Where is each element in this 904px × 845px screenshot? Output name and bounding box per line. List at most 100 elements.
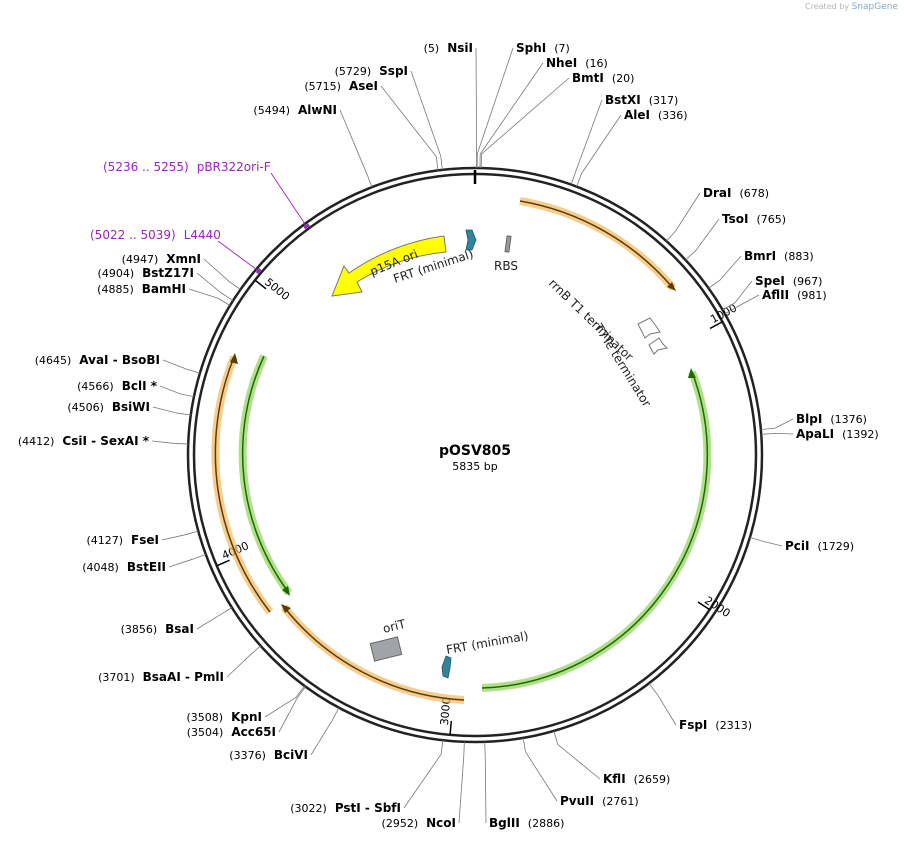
site-bsiwi[interactable]: (4506)BsiWI <box>67 400 191 416</box>
site-label-sspi[interactable]: (5729)SspI <box>335 64 408 78</box>
site-label-bsiwi[interactable]: (4506)BsiWI <box>67 400 150 414</box>
site-bstz17i[interactable]: (4904)BstZ17I <box>98 266 234 301</box>
site-leader-psti <box>403 740 444 809</box>
site-label-bcivi[interactable]: (3376)BciVI <box>229 748 308 762</box>
site-label-sphi[interactable]: SphI(7) <box>516 41 570 55</box>
site-pos-sphi: (7) <box>554 42 570 55</box>
feature-frt-bottom[interactable]: FRT (minimal) <box>441 629 529 679</box>
site-pvuii[interactable]: PvuII(2761) <box>522 737 639 808</box>
site-bcli[interactable]: (4566)BclI * <box>77 379 195 398</box>
site-label-bstz17i[interactable]: (4904)BstZ17I <box>98 266 194 280</box>
site-sspi[interactable]: (5729)SspI <box>335 64 443 170</box>
site-drai[interactable]: DraI(678) <box>666 186 769 242</box>
site-leader-sspi <box>410 70 443 170</box>
site-label-bstxi[interactable]: BstXI(317) <box>605 93 678 107</box>
frt-bottom-arrow[interactable] <box>441 655 452 679</box>
site-label-alwni[interactable]: (5494)AlwNI <box>253 103 337 117</box>
site-fsei[interactable]: (4127)FseI <box>86 530 199 547</box>
site-aflii[interactable]: AflII(981) <box>724 288 827 315</box>
site-csii[interactable]: (4412)CsiI - SexAI * <box>18 434 189 448</box>
site-bglii[interactable]: BglII(2886) <box>484 741 565 830</box>
site-label-nhei[interactable]: NheI(16) <box>546 56 608 70</box>
site-bsteii[interactable]: (4048)BstEII <box>82 553 206 574</box>
site-label-pcii[interactable]: PciI(1729) <box>785 539 854 553</box>
site-label-aflii[interactable]: AflII(981) <box>762 288 827 302</box>
site-label-bamhi[interactable]: (4885)BamHI <box>97 282 186 296</box>
site-label-nsii[interactable]: (5)NsiI <box>424 41 473 55</box>
site-label-kfli[interactable]: KflI(2659) <box>603 772 670 786</box>
site-alei[interactable]: AleI(336) <box>576 108 688 187</box>
t7te-terminator-arrow[interactable] <box>648 337 668 355</box>
site-label-csii[interactable]: (4412)CsiI - SexAI * <box>18 434 150 448</box>
site-bsaai[interactable]: (3701)BsaAI - PmlI <box>98 645 261 684</box>
site-acc65i[interactable]: (3504)Acc65I <box>187 686 306 739</box>
site-bmti[interactable]: BmtI(20) <box>480 71 634 169</box>
orit-box[interactable] <box>369 636 403 662</box>
site-label-psti[interactable]: (3022)PstI - SbfI <box>290 801 401 815</box>
site-bamhi[interactable]: (4885)BamHI <box>97 282 231 306</box>
primer-label-l4440[interactable]: (5022 .. 5039)L4440 <box>90 228 221 242</box>
site-label-fsei[interactable]: (4127)FseI <box>86 533 159 547</box>
primer-pbr322ori[interactable]: (5236 .. 5255)pBR322ori-F <box>103 160 310 230</box>
site-kpni[interactable]: (3508)KpnI <box>187 685 305 724</box>
site-label-spei[interactable]: SpeI(967) <box>755 274 822 288</box>
site-psti[interactable]: (3022)PstI - SbfI <box>290 740 444 815</box>
site-label-acc65i[interactable]: (3504)Acc65I <box>187 725 276 739</box>
feature-t7te-terminator[interactable]: T7Te terminator <box>591 320 668 409</box>
site-label-bsai[interactable]: (3856)BsaI <box>121 622 194 636</box>
site-bstxi[interactable]: BstXI(317) <box>570 93 678 185</box>
primer-l4440[interactable]: (5022 .. 5039)L4440 <box>90 228 262 275</box>
site-label-fspi[interactable]: FspI(2313) <box>679 718 752 732</box>
site-bsai[interactable]: (3856)BsaI <box>121 607 233 636</box>
orf-arcs <box>211 197 712 704</box>
site-label-bglii[interactable]: BglII(2886) <box>489 816 564 830</box>
site-sphi[interactable]: SphI(7) <box>476 41 570 169</box>
site-label-drai[interactable]: DraI(678) <box>703 186 769 200</box>
primer-label-pbr322ori[interactable]: (5236 .. 5255)pBR322ori-F <box>103 160 271 174</box>
site-blpi[interactable]: BlpI(1376) <box>760 412 867 430</box>
site-label-xmni[interactable]: (4947)XmnI <box>122 252 201 266</box>
site-label-tsoi[interactable]: TsoI(765) <box>722 212 786 226</box>
site-avai[interactable]: (4645)AvaI - BsoBI <box>35 353 201 374</box>
site-label-blpi[interactable]: BlpI(1376) <box>796 412 867 426</box>
frt-top-arrow[interactable] <box>465 229 477 251</box>
site-label-apali[interactable]: ApaLI(1392) <box>796 427 879 441</box>
site-spei[interactable]: SpeI(967) <box>722 274 823 311</box>
site-nsii[interactable]: (5)NsiI <box>424 41 478 169</box>
site-label-kpni[interactable]: (3508)KpnI <box>187 710 262 724</box>
site-fspi[interactable]: FspI(2313) <box>648 683 752 732</box>
site-kfli[interactable]: KflI(2659) <box>553 730 670 786</box>
feature-rrnb-terminator[interactable]: rrnB T1 terminator <box>546 276 661 364</box>
site-label-pvuii[interactable]: PvuII(2761) <box>560 794 639 808</box>
site-apali[interactable]: ApaLI(1392) <box>761 427 879 441</box>
site-ncoi[interactable]: (2952)NcoI <box>382 741 465 830</box>
rrnb-terminator-arrow[interactable] <box>637 317 661 339</box>
site-label-avai[interactable]: (4645)AvaI - BsoBI <box>35 353 160 367</box>
site-leader-nhei <box>479 62 544 169</box>
site-pcii[interactable]: PciI(1729) <box>749 536 854 553</box>
site-label-asei[interactable]: (5715)AseI <box>304 79 378 93</box>
feature-orit[interactable]: oriT <box>369 617 408 662</box>
site-label-alei[interactable]: AleI(336) <box>624 108 688 122</box>
site-xmni[interactable]: (4947)XmnI <box>122 252 241 290</box>
primer-mark-pbr322ori[interactable] <box>303 223 310 230</box>
p15a-ori-arrow[interactable] <box>331 235 447 297</box>
site-label-ncoi[interactable]: (2952)NcoI <box>382 816 456 830</box>
site-tsoi[interactable]: TsoI(765) <box>685 212 786 261</box>
site-label-bsaai[interactable]: (3701)BsaAI - PmlI <box>98 670 224 684</box>
site-label-bsteii[interactable]: (4048)BstEII <box>82 560 166 574</box>
rbs-label: RBS <box>494 259 518 273</box>
site-asei[interactable]: (5715)AseI <box>304 79 439 171</box>
site-nhei[interactable]: NheI(16) <box>479 56 608 169</box>
feature-rbs[interactable]: RBS <box>494 235 518 273</box>
rbs-box[interactable] <box>504 235 512 253</box>
site-label-bcli[interactable]: (4566)BclI * <box>77 379 158 393</box>
site-label-bmti[interactable]: BmtI(20) <box>572 71 634 85</box>
site-bmri[interactable]: BmrI(883) <box>708 249 814 289</box>
site-label-bmri[interactable]: BmrI(883) <box>744 249 814 263</box>
site-pos-bcivi: (3376) <box>229 749 266 762</box>
primer-mark-l4440[interactable] <box>255 268 262 275</box>
site-alwni[interactable]: (5494)AlwNI <box>253 103 373 188</box>
site-bcivi[interactable]: (3376)BciVI <box>229 707 340 762</box>
site-leader-fspi <box>648 683 677 726</box>
